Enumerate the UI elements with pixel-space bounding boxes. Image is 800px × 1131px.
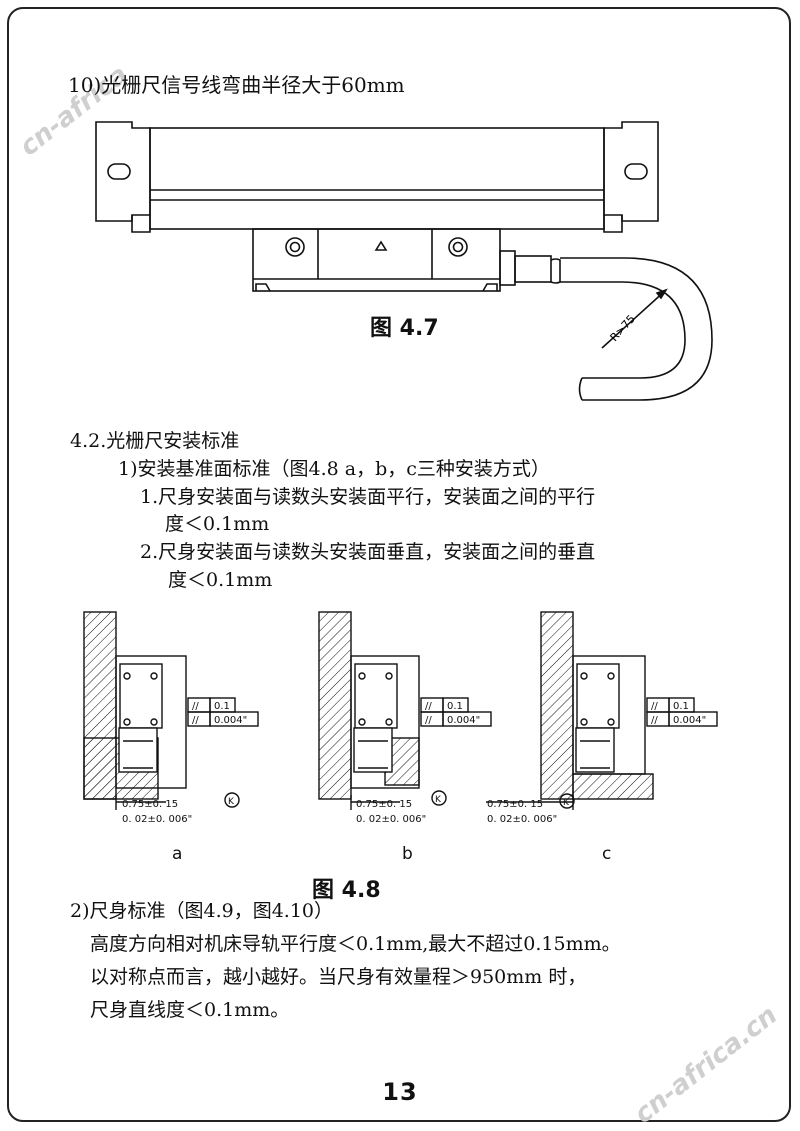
fig-label-c: c [602,844,612,864]
fig-c-dim-in: 0. 02±0. 006" [487,814,557,825]
figure-4-7-drawing: R>75 [95,121,713,401]
fig-b-k: K [435,795,442,805]
fig-c-tol-in: 0.004" [673,715,706,726]
fig-c-dim-mm: 0.75±0. 15 [487,799,543,810]
fig-b-dim-mm: 0.75±0. 15 [356,799,412,810]
fig-b-tol-mm: 0.1 [447,701,463,712]
fig-a-tol-in: 0.004" [214,715,247,726]
page-number: 13 [382,1078,418,1106]
fig-c-parallel-1: // [651,701,658,712]
para1-line2: 度＜0.1mm [165,513,270,535]
section-4-2-sub1: 1)安装基准面标准（图4.8 a，b，c三种安装方式） [118,458,550,480]
fig-a-parallel-2: // [192,715,199,726]
fig-label-a: a [172,844,183,864]
para2-line1: 2.尺身安装面与读数头安装面垂直，安装面之间的垂直 [140,541,596,563]
figure-4-8-caption: 图 4.8 [312,878,381,903]
fig-a-parallel-1: // [192,701,199,712]
fig-b-parallel-1: // [425,701,432,712]
section-2-line3: 尺身直线度＜0.1mm。 [90,999,290,1021]
fig-a-dim-in: 0. 02±0. 006" [122,814,192,825]
section-2-title: 2)尺身标准（图4.9，图4.10） [70,900,334,922]
fig-b-tol-in: 0.004" [447,715,480,726]
fig-label-b: b [402,844,413,864]
figure-4-7-caption: 图 4.7 [370,316,439,341]
fig-c-parallel-2: // [651,715,658,726]
fig-b-parallel-2: // [425,715,432,726]
fig-b-dim-in: 0. 02±0. 006" [356,814,426,825]
para2-line2: 度＜0.1mm [168,569,273,591]
section-4-2-title: 4.2.光栅尺安装标准 [70,430,240,452]
section-2-line1: 高度方向相对机床导轨平行度＜0.1mm,最大不超过0.15mm。 [90,933,621,955]
section-2-line2: 以对称点而言，越小越好。当尺身有效量程＞950mm 时， [90,966,587,988]
item-10-heading: 10)光栅尺信号线弯曲半径大于60mm [68,73,405,97]
fig-a-k: K [228,797,235,807]
page-border [7,7,791,1122]
fig-a-tol-mm: 0.1 [214,701,230,712]
fig-a-dim-mm: 0.75±0. 15 [122,799,178,810]
fig-c-k: K [563,798,570,808]
fig-c-tol-mm: 0.1 [673,701,689,712]
para1-line1: 1.尺身安装面与读数头安装面平行，安装面之间的平行 [140,486,596,508]
